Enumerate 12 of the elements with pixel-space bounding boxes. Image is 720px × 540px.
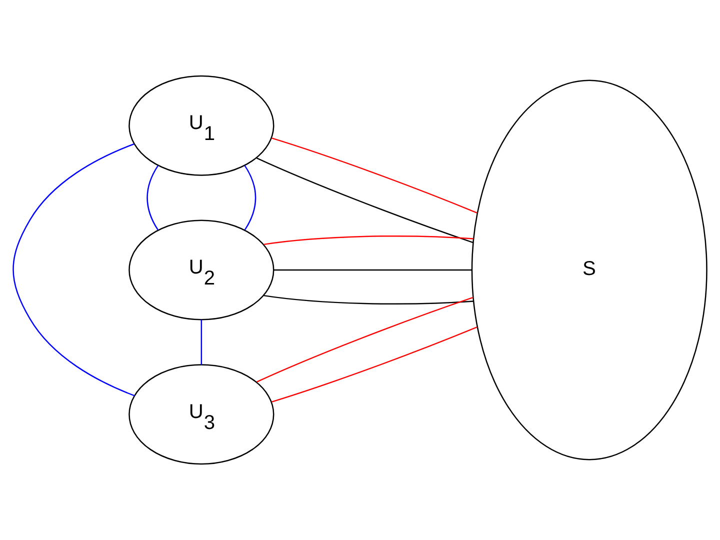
connector — [264, 294, 474, 305]
connector — [271, 137, 478, 214]
connector — [146, 165, 159, 230]
connector — [200, 320, 202, 365]
connector — [12, 143, 135, 396]
node-ellipse: S — [471, 80, 708, 460]
connector — [256, 157, 474, 244]
connector — [274, 269, 472, 271]
connector — [244, 165, 256, 230]
connector — [271, 326, 478, 403]
connector — [256, 296, 474, 383]
connector — [264, 235, 474, 246]
